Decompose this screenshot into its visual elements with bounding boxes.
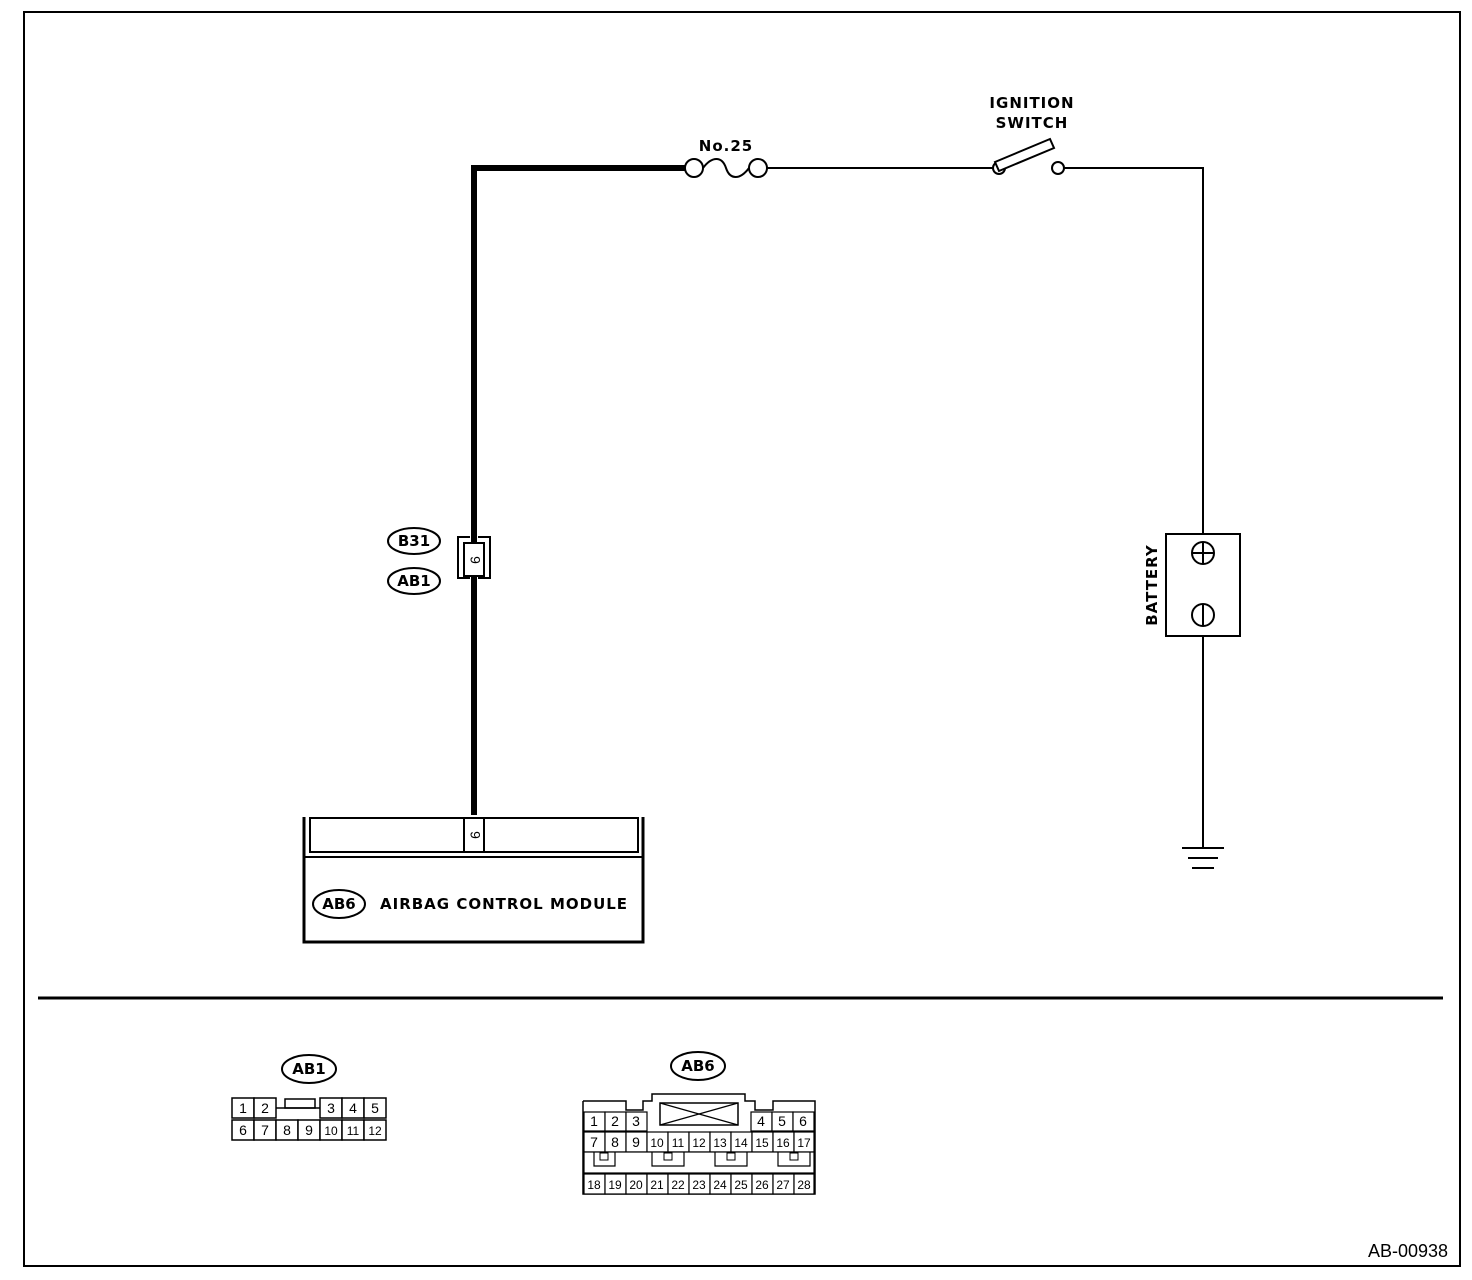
- fuse-label: No.25: [699, 137, 753, 155]
- inline-pin-box: [463, 542, 485, 577]
- ab6-pin: 2: [611, 1113, 619, 1129]
- ab6-pin: 13: [713, 1136, 727, 1150]
- ab6-pin: 12: [692, 1136, 706, 1150]
- wire-switch-to-battery: [1064, 167, 1204, 534]
- module-connector-label: AB6: [322, 895, 355, 913]
- battery-label: BATTERY: [1143, 544, 1161, 626]
- ab6-pin: 8: [611, 1134, 619, 1150]
- ab1-pin: 2: [261, 1100, 269, 1116]
- ab6-pin: 1: [590, 1113, 598, 1129]
- ab1-pin: 10: [324, 1124, 338, 1138]
- ab6-pin: 7: [590, 1134, 598, 1150]
- ab1-pin: 12: [368, 1124, 382, 1138]
- inline-pin-number: 9: [467, 556, 483, 564]
- ab1-pin: 11: [347, 1124, 360, 1138]
- ab6-pin: 18: [587, 1178, 601, 1192]
- ab6-pin: 19: [608, 1178, 622, 1192]
- ab6-pin: 9: [632, 1134, 640, 1150]
- ab6-pin: 6: [799, 1113, 807, 1129]
- ab6-pin: 23: [692, 1178, 706, 1192]
- ab6-pin: 3: [632, 1113, 640, 1129]
- ab6-pin: 4: [757, 1113, 765, 1129]
- switch-label-line2: SWITCH: [996, 114, 1069, 132]
- inline-connector-b31-ab1: 9 B31 AB1: [387, 527, 491, 595]
- connector-badge-b31: [387, 527, 441, 555]
- airbag-control-module: 9 AB6 AIRBAG CONTROL MODULE: [302, 817, 645, 944]
- battery: BATTERY: [1143, 533, 1241, 637]
- ab1-pin: 8: [283, 1122, 291, 1138]
- fuse-element-icon: [702, 158, 750, 178]
- connector-label-ab1: AB1: [397, 572, 430, 590]
- switch-label-line1: IGNITION: [989, 94, 1074, 112]
- legend-label-ab6: AB6: [681, 1057, 714, 1075]
- ab1-pin: 9: [305, 1122, 313, 1138]
- ab6-pin: 14: [734, 1136, 748, 1150]
- ab6-pin: 16: [776, 1136, 790, 1150]
- ab6-latch-band: [583, 1151, 815, 1174]
- ab1-pin: 5: [371, 1100, 379, 1116]
- ab6-pin: 28: [797, 1178, 811, 1192]
- harness-wire-thick: [471, 165, 688, 815]
- legend-badge-ab6: [670, 1051, 726, 1081]
- ab6-housing: [582, 1093, 816, 1195]
- module-pin-number: 9: [467, 831, 483, 839]
- ignition-switch: IGNITION SWITCH: [989, 94, 1074, 175]
- fuse-no25: No.25: [684, 137, 768, 178]
- diagram-frame: [23, 11, 1461, 1267]
- ab6-pin: 22: [671, 1178, 685, 1192]
- ab6-pin: 11: [672, 1136, 685, 1150]
- ab6-pin: 26: [755, 1178, 769, 1192]
- legend-ab1: AB1 1 2 3 4 5 6 7 8 9 10 11 12: [231, 1054, 387, 1141]
- legend-ab6: AB6 1 2 3 4 5 6 7 8 9 10 11: [582, 1051, 816, 1195]
- ab1-pin: 7: [261, 1122, 269, 1138]
- ab1-pin: 3: [327, 1100, 335, 1116]
- module-pin-box: [463, 817, 485, 853]
- switch-terminal-right: [1051, 161, 1065, 175]
- ab6-pin: 25: [734, 1178, 748, 1192]
- ab6-pin: 20: [629, 1178, 643, 1192]
- ab6-pin: 15: [755, 1136, 769, 1150]
- figure-reference: AB-00938: [1368, 1241, 1448, 1261]
- legend-badge-ab1: [281, 1054, 337, 1084]
- ab1-latch: [284, 1098, 316, 1109]
- ab1-pin: 1: [239, 1100, 247, 1116]
- ab6-pin: 10: [650, 1136, 664, 1150]
- connector-badge-ab1: [387, 567, 441, 595]
- legend-label-ab1: AB1: [292, 1060, 325, 1078]
- module-name: AIRBAG CONTROL MODULE: [380, 895, 628, 913]
- ab6-pin: 27: [776, 1178, 790, 1192]
- ab6-pin: 24: [713, 1178, 727, 1192]
- fuse-terminal-left: [684, 158, 704, 178]
- connector-label-b31: B31: [398, 532, 430, 550]
- connector-badge-ab6: [312, 889, 366, 919]
- ab1-pin: 4: [349, 1100, 357, 1116]
- fuse-terminal-right: [748, 158, 768, 178]
- switch-lever-icon: [993, 137, 1056, 173]
- ab1-pin: 6: [239, 1122, 247, 1138]
- ab6-pin: 21: [650, 1178, 664, 1192]
- ground-icon: [1182, 847, 1224, 869]
- ab6-pin: 17: [797, 1136, 811, 1150]
- ab6-pin: 5: [778, 1113, 786, 1129]
